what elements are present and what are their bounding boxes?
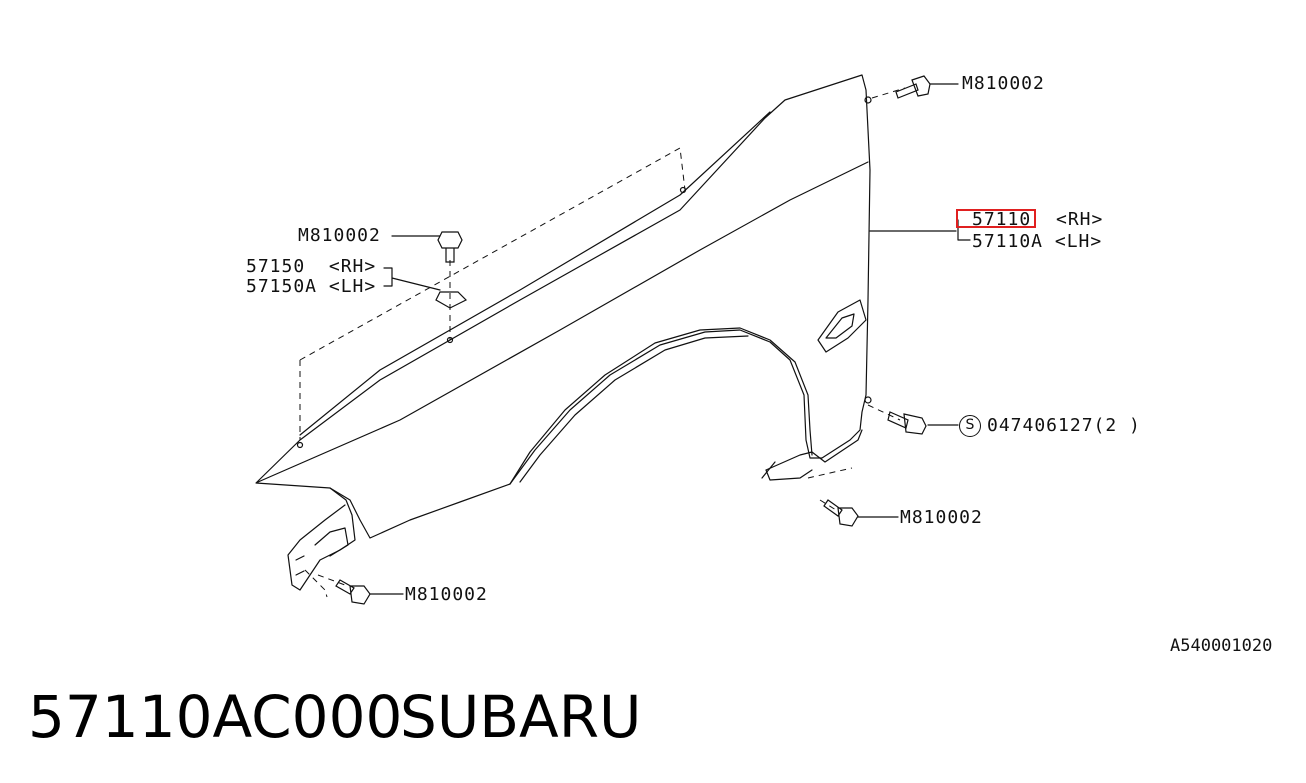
clip <box>435 291 468 309</box>
bolt-mid-right <box>887 411 927 435</box>
front-bracket <box>287 487 356 591</box>
part-highlight <box>956 209 1036 228</box>
label-bolt-top-right: M810002 <box>962 73 1045 94</box>
label-bolt-mid-right: M810002 <box>900 507 983 528</box>
leader-lines <box>369 83 971 595</box>
brand-name: SUBARU <box>400 683 642 751</box>
label-clip-lh: 57150A <LH> <box>246 276 377 297</box>
bolt-top-right <box>895 75 931 99</box>
label-bolt-bottom-left: M810002 <box>405 584 488 605</box>
phantom-bottom-left <box>304 569 346 598</box>
fender-outline <box>255 74 871 539</box>
bolt-top-left <box>437 231 463 263</box>
label-fender-lh: 57110A <LH> <box>972 231 1103 252</box>
part-number: 57110AC000 <box>28 683 403 751</box>
wheel-arch-lip <box>509 327 813 485</box>
phantom-bottom-right <box>807 467 853 511</box>
rear-flange <box>765 429 863 471</box>
phantom-top-right <box>871 87 906 99</box>
fender-crease-lower <box>257 161 869 483</box>
label-special-bolt: 047406127(2 ) <box>987 415 1141 436</box>
side-marker <box>817 299 867 353</box>
phantom-top <box>299 147 686 440</box>
drawing-id: A540001020 <box>1170 636 1273 656</box>
label-clip-rh: 57150 <RH> <box>246 256 377 277</box>
bolt-bottom-left <box>335 579 371 605</box>
phantom-mid-right <box>867 404 901 421</box>
bolt-bottom-right <box>823 499 859 527</box>
label-bolt-top-left: M810002 <box>298 225 381 246</box>
special-bolt-symbol: S <box>959 415 981 437</box>
wheel-arch-inner <box>519 335 749 483</box>
label-fender-rh: 57110 <box>972 209 1032 230</box>
label-fender-rh-side: <RH> <box>1056 209 1104 230</box>
fender-crease-upper <box>299 111 771 436</box>
